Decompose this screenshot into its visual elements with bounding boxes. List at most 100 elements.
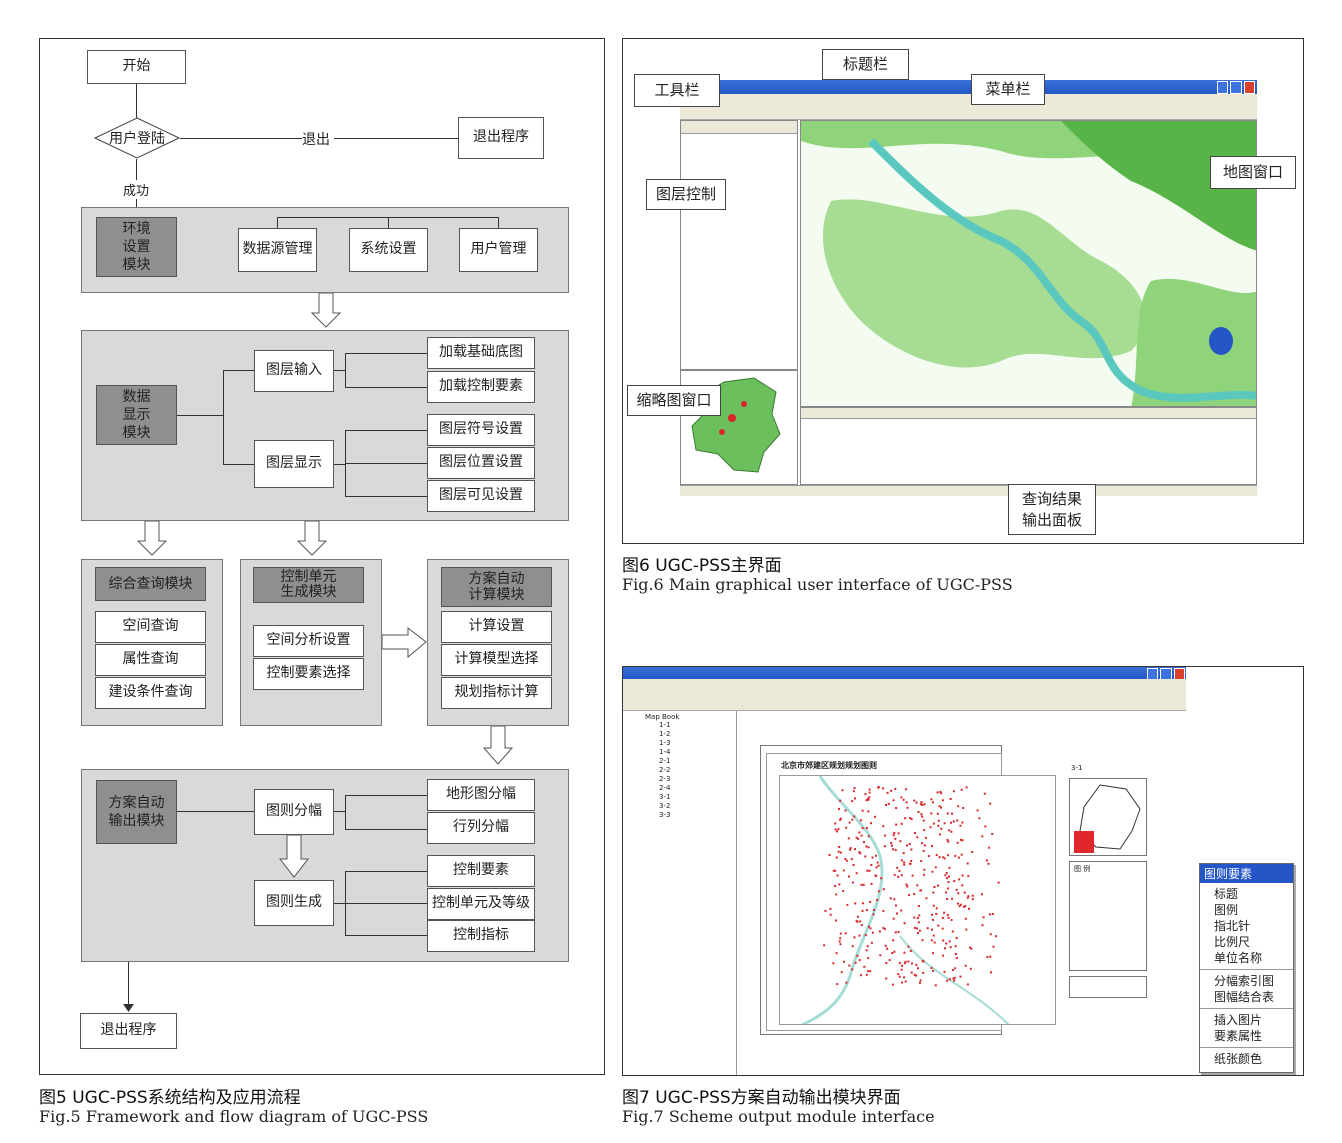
red-point [837, 850, 840, 853]
red-point [941, 916, 944, 919]
red-point [916, 917, 919, 919]
context-menu-item[interactable]: 图例 [1214, 903, 1239, 917]
red-point [860, 924, 863, 927]
red-point [930, 812, 933, 815]
context-menu-item[interactable]: 单位名称 [1214, 951, 1263, 965]
red-point [895, 904, 897, 907]
red-point [904, 817, 907, 820]
red-point [838, 807, 840, 810]
red-point [965, 928, 968, 931]
red-point [875, 866, 878, 869]
red-point [884, 834, 887, 837]
red-point [892, 939, 895, 942]
red-point [897, 931, 900, 933]
red-point [932, 891, 935, 894]
tree-item[interactable]: 3-3 [659, 811, 671, 819]
red-point [932, 822, 935, 825]
red-point [882, 825, 885, 828]
red-point [829, 913, 832, 916]
context-menu-item[interactable]: 图幅结合表 [1214, 990, 1275, 1004]
red-point [878, 930, 881, 933]
tree-item[interactable]: 2-1 [659, 757, 671, 765]
callout-toolbar: 工具栏 [634, 74, 720, 107]
gen-index: 控制指标 [427, 920, 535, 952]
tree-item[interactable]: 1-1 [659, 721, 671, 729]
red-point [932, 801, 934, 804]
tree-item[interactable]: 3-2 [659, 802, 671, 810]
tree-root[interactable]: Map Book [645, 713, 680, 721]
red-point [938, 856, 941, 859]
fig7-legend-box: 图 例 [1069, 861, 1147, 971]
red-point [839, 818, 842, 821]
red-point [828, 854, 831, 856]
red-point [964, 905, 967, 908]
red-point [893, 950, 896, 953]
layer-display: 图层显示 [254, 440, 334, 488]
tree-item[interactable]: 2-3 [659, 775, 671, 783]
red-point [901, 981, 904, 984]
red-point [877, 864, 880, 867]
tree-item[interactable]: 1-2 [659, 730, 671, 738]
red-point [883, 928, 886, 930]
red-point [898, 962, 901, 965]
red-point [895, 823, 898, 826]
red-point [917, 921, 920, 924]
red-point [920, 801, 923, 804]
red-point [864, 855, 867, 858]
red-point [897, 832, 900, 835]
red-point [845, 981, 848, 984]
red-point [864, 793, 867, 796]
red-point [859, 920, 862, 923]
tree-item[interactable]: 1-3 [659, 739, 671, 747]
red-point [953, 979, 956, 982]
red-point [848, 821, 851, 824]
tree-item[interactable]: 2-4 [659, 784, 671, 792]
query-attribute: 属性查询 [95, 644, 206, 676]
context-menu-item[interactable]: 插入图片 [1214, 1013, 1263, 1027]
fig7-context-menu: 图则要素 标题图例指北针比例尺单位名称分幅索引图图幅结合表插入图片要素属性纸张颜… [1199, 863, 1294, 1073]
context-menu-item[interactable]: 指北针 [1214, 919, 1251, 933]
red-point [923, 868, 926, 871]
context-menu-item[interactable]: 要素属性 [1214, 1029, 1263, 1043]
red-point [954, 945, 957, 948]
red-point [907, 945, 910, 948]
output-module: 方案自动 输出模块 [96, 780, 177, 844]
red-point [854, 961, 857, 964]
red-point [882, 888, 885, 891]
red-point [847, 837, 850, 840]
red-point [910, 859, 913, 862]
context-menu-item[interactable]: 比例尺 [1214, 935, 1251, 949]
red-point [918, 929, 921, 932]
fig7-index-map [1069, 778, 1147, 856]
red-point [952, 969, 954, 971]
red-point [931, 928, 933, 931]
context-menu-item[interactable]: 纸张颜色 [1214, 1052, 1263, 1066]
red-point [970, 947, 973, 950]
red-point [836, 830, 839, 833]
fig6-caption-en: Fig.6 Main graphical user interface of U… [622, 575, 1013, 594]
red-point [989, 955, 992, 958]
red-point [885, 962, 888, 964]
red-point [850, 858, 853, 861]
red-point [946, 812, 949, 815]
fig7-map-title: 北京市郊建区规划规划图则 [781, 761, 877, 770]
tree-item[interactable]: 3-1 [659, 793, 671, 801]
red-point [849, 847, 852, 850]
red-point [948, 978, 951, 981]
tree-item[interactable]: 1-4 [659, 748, 671, 756]
login-diamond [94, 117, 180, 159]
context-menu-item[interactable]: 分幅索引图 [1214, 974, 1275, 988]
red-point [961, 821, 964, 824]
callout-map-window: 地图窗口 [1210, 156, 1296, 189]
red-point [854, 797, 856, 800]
red-point [867, 835, 870, 838]
red-point [948, 875, 950, 878]
red-point [911, 962, 913, 965]
red-point [829, 907, 832, 910]
red-point [921, 939, 924, 942]
red-point [874, 815, 876, 818]
tree-item[interactable]: 2-2 [659, 766, 671, 774]
red-point [941, 799, 944, 802]
red-point [886, 791, 889, 794]
context-menu-item[interactable]: 标题 [1214, 887, 1239, 901]
